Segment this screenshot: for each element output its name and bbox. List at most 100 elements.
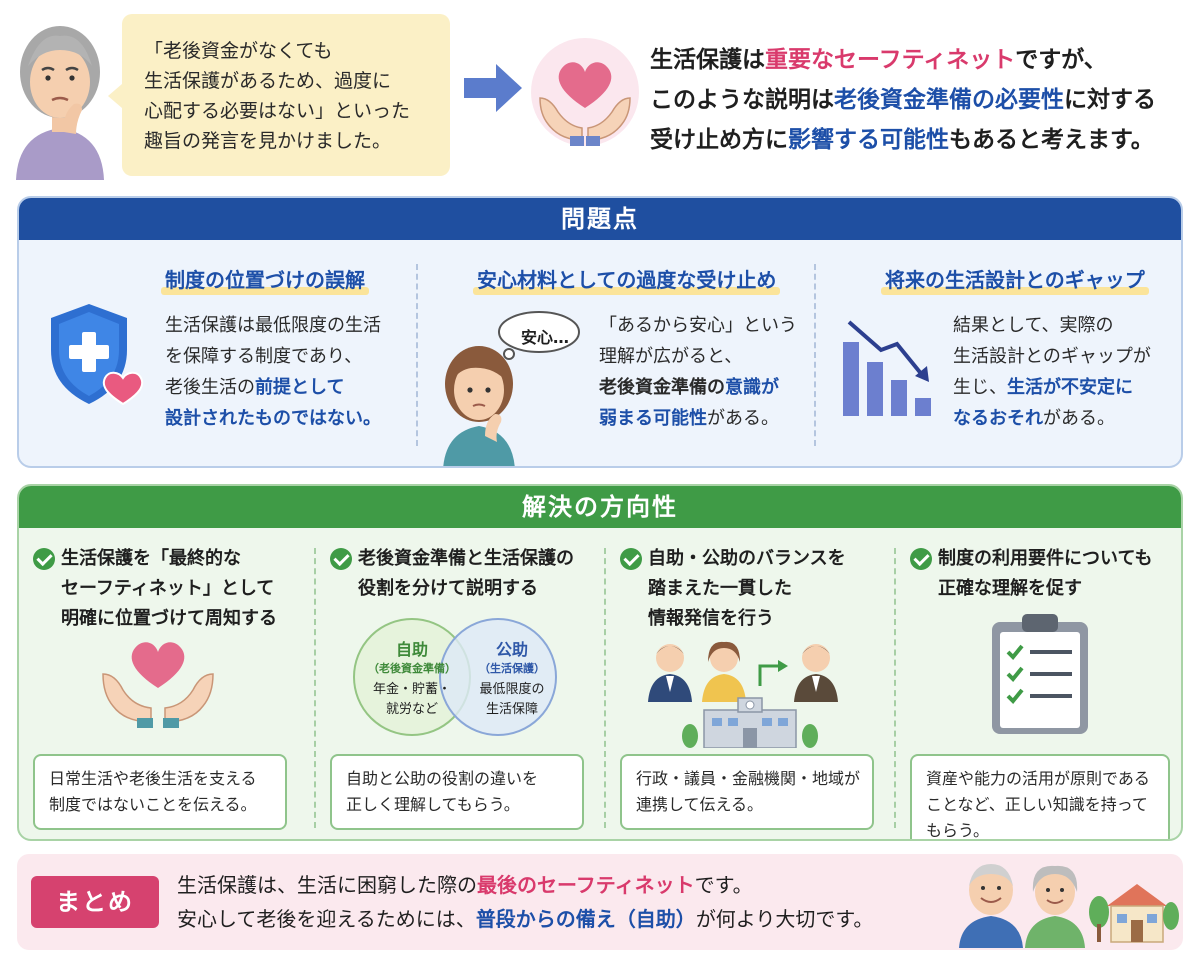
solution-title: 明確に位置づけて周知する [61,608,277,629]
statement-highlight: 重要なセーフティネット [765,47,1016,73]
arrow-right-icon [464,64,522,112]
statement-text: に対する [1064,87,1156,113]
solution-note-text: 連携して伝える。 [636,795,764,814]
solution-title: 老後資金準備と生活保護の [358,548,574,569]
venn-body: 生活保障 [485,702,538,717]
elderly-couple-house-icon [959,864,1179,948]
solution-title: 踏まえた一貫した [648,578,792,599]
venn-body: 最低限度の [479,682,545,697]
statement-text: ですが、 [1015,47,1107,73]
solution-note: 自助と公助の役割の違いを 正しく理解してもらう。 [330,754,584,830]
quote-line: 趣旨の発言を見かけました。 [144,130,392,152]
statement-highlight: 影響する可能性 [788,127,949,153]
relieved-woman-icon [443,311,580,466]
problem-title: 将来の生活設計とのギャップ [881,264,1149,295]
summary-section: まとめ 生活保護は、生活に困窮した際の最後のセーフティネットです。 安心して老後… [17,854,1183,950]
venn-subtitle: （老後資金準備） [368,662,456,675]
solution-card: 自助・公助のバランスを 踏まえた一貫した 情報発信を行う [606,528,894,839]
check-icon [33,548,55,570]
quote-line: 「老後資金がなくても [144,40,333,62]
problems-header: 問題点 [19,198,1181,240]
solution-note-text: ことなど、正しい知識を持って [926,795,1148,814]
solution-title: 正確な理解を促す [938,578,1082,599]
heart-in-hands-icon [102,642,214,728]
venn-title: 自助 [395,640,428,659]
problem-title: 安心材料としての過度な受け止め [472,264,781,295]
solution-title: 役割を分けて説明する [358,578,538,599]
worried-elderly-woman-icon [16,26,104,180]
solution-card: 制度の利用要件についても 正確な理解を促す 資産や能力の活用が原則である ことな… [896,528,1181,840]
venn-title: 公助 [495,640,528,659]
problem-text: 老後生活の [165,377,255,398]
problem-text: 理解が広がると、 [599,346,743,367]
solution-card: 老後資金準備と生活保護の 役割を分けて説明する 自助 （老後資金準備） 年金・貯… [316,528,604,839]
problem-text: 「あるから安心」という [599,315,797,336]
problem-text: を保障する制度であり、 [165,346,363,367]
solution-title: 自助・公助のバランスを [648,548,846,569]
shield-heart-icon [51,304,144,406]
problem-highlight: なるおそれ [953,408,1043,429]
statement-highlight: 老後資金準備の必要性 [834,87,1064,113]
venn-body: 年金・貯蓄・ [372,682,451,697]
problem-highlight: 意識が [725,377,779,398]
statement-text: 生活保護は [650,47,765,73]
venn-subtitle: （生活保護） [479,662,545,675]
check-icon [330,548,352,570]
check-icon [910,548,932,570]
solution-note-text: 日常生活や老後生活を支える [49,769,257,788]
statement-text: もあると考えます。 [949,127,1154,153]
problem-text: がある。 [1043,408,1115,429]
column-divider [894,548,896,828]
clipboard-checklist-icon [992,614,1088,734]
solution-title: 生活保護を「最終的な [61,548,241,569]
problem-text: 生じ、 [953,377,1007,398]
key-statement: 生活保護は重要なセーフティネットですが、 このような説明は老後資金準備の必要性に… [650,40,1195,160]
problem-card: 制度の位置づけの誤解 生活保護は最低限度の生活 を保障する制度であり、 老後生活… [19,240,417,466]
summary-line: です。 [694,873,753,897]
self-public-help-venn-diagram [353,618,557,736]
solution-note-text: 行政・議員・金融機関・地域が [636,769,861,788]
declining-bar-chart-icon [843,320,931,416]
solutions-header: 解決の方向性 [19,486,1181,528]
check-icon [620,548,642,570]
solution-card: 生活保護を「最終的な セーフティネット」として 明確に位置づけて周知する 日常生… [19,528,314,839]
problem-highlight: 生活が不安定に [1007,377,1133,398]
problem-card: 安心材料としての過度な受け止め 安心… 「あるから安心」という 理解が広がると、… [417,240,815,466]
venn-body: 就労など [385,702,438,717]
intro-section: 「老後資金がなくても 生活保護があるため、過度に 心配する必要はない」といった … [0,0,1200,190]
summary-line: が何より大切です。 [695,907,874,931]
problem-text: がある。 [707,408,779,429]
solution-note-text: 自助と公助の役割の違いを [346,769,539,788]
problem-text: 結果として、実際の [953,315,1114,336]
statement-text: このような説明は [650,87,834,113]
column-divider [814,264,816,446]
problems-section: 問題点 制度の位置づけの誤解 生活保護は最低限度の生活 を保障する制度であり、 … [17,196,1183,468]
solution-note-text: もらう。 [926,821,990,840]
problem-text: 老後資金準備の [599,377,725,398]
summary-highlight: 最後のセーフティネット [477,873,695,897]
column-divider [604,548,606,828]
stakeholders-building-icon [648,641,838,748]
solution-note: 行政・議員・金融機関・地域が 連携して伝える。 [620,754,874,830]
solution-note-text: 資産や能力の活用が原則である [926,769,1150,788]
problem-card: 将来の生活設計とのギャップ 結果として、実際の 生活設計とのギャップが 生じ、生… [815,240,1181,466]
problem-text: 生活保護は最低限度の生活 [165,315,381,336]
summary-highlight: 普段からの備え（自助） [475,907,696,931]
quote-line: 心配する必要はない」といった [144,100,411,122]
summary-line: 生活保護は、生活に困窮した際の [177,873,477,897]
column-divider [416,264,418,446]
venn-left: 自助 （老後資金準備） 年金・貯蓄・ 就労など [352,636,472,720]
column-divider [314,548,316,828]
quote-bubble: 「老後資金がなくても 生活保護があるため、過度に 心配する必要はない」といった … [108,14,450,176]
statement-text: 受け止め方に [650,127,788,153]
solution-note-text: 正しく理解してもらう。 [346,795,520,814]
solution-note: 日常生活や老後生活を支える 制度ではないことを伝える。 [33,754,287,830]
problem-highlight: 弱まる可能性 [599,408,707,429]
solution-title: 制度の利用要件についても [938,548,1153,569]
summary-label: まとめ [31,876,159,928]
thought-bubble-text: 安心… [520,328,569,347]
heart-in-hands-icon [531,38,639,146]
solution-title: セーフティネット」として [61,578,275,599]
problem-text: 生活設計とのギャップが [953,346,1151,367]
summary-text: 生活保護は、生活に困窮した際の最後のセーフティネットです。 安心して老後を迎える… [177,868,873,936]
